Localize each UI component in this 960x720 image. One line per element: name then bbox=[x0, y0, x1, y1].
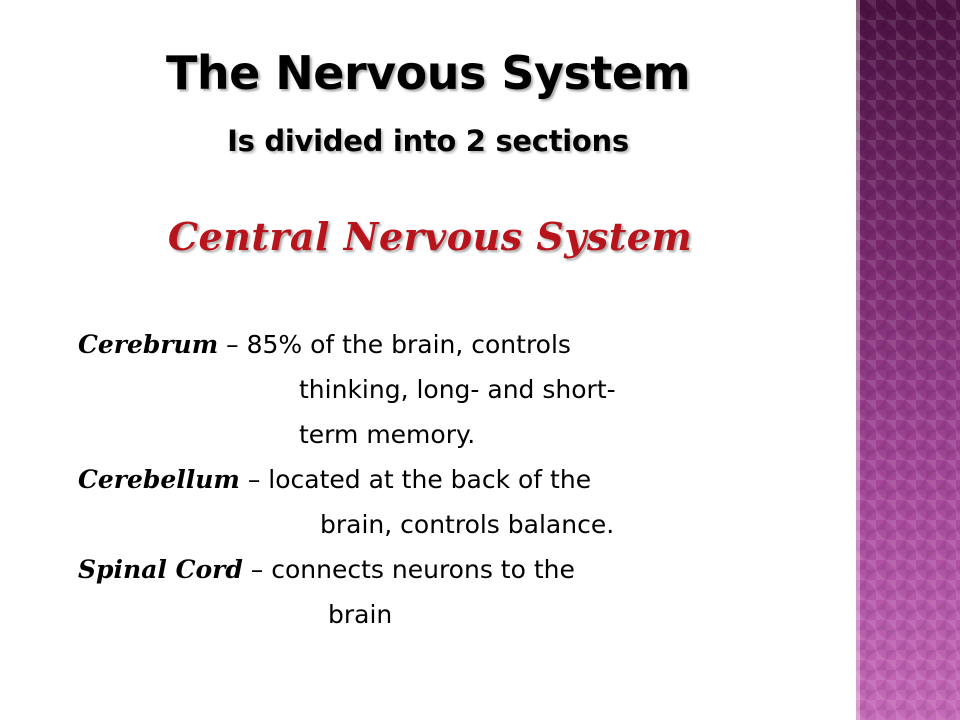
definition-line: brain bbox=[328, 600, 393, 629]
section-heading: Central Nervous System bbox=[167, 214, 693, 259]
dash: – bbox=[250, 555, 264, 584]
definition-text: located at the back of the bbox=[268, 465, 592, 494]
term-cerebrum: Cerebrum bbox=[78, 330, 219, 359]
definition-text: 85% of the brain, controls bbox=[246, 330, 571, 359]
definition-list: Cerebrum – 85% of the brain, controls th… bbox=[78, 322, 818, 637]
dash: – bbox=[247, 465, 261, 494]
slide-title: The Nervous System bbox=[165, 46, 691, 100]
definition-text: connects neurons to the bbox=[271, 555, 575, 584]
term-spinal-cord: Spinal Cord bbox=[78, 555, 243, 584]
definition-line: brain, controls balance. bbox=[320, 510, 615, 539]
definition-line: thinking, long- and short- bbox=[299, 375, 616, 404]
slide-subtitle: Is divided into 2 sections bbox=[227, 124, 629, 158]
term-cerebellum: Cerebellum bbox=[78, 465, 240, 494]
definition-line: Cerebellum – located at the back of the bbox=[78, 457, 818, 502]
definition-line: Cerebrum – 85% of the brain, controls bbox=[78, 322, 818, 367]
definition-line: term memory. bbox=[299, 420, 476, 449]
dash: – bbox=[226, 330, 239, 359]
decorative-side-band bbox=[856, 0, 960, 720]
definition-line: Spinal Cord – connects neurons to the bbox=[78, 547, 818, 592]
